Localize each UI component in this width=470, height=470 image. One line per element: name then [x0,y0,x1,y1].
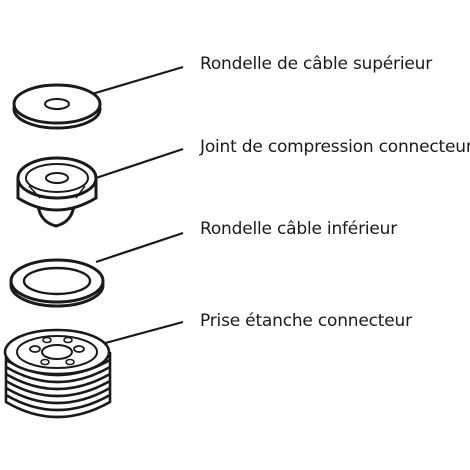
leader-line-lower-washer [95,231,184,264]
leader-line-compression-joint [95,147,184,180]
label-compression-joint: Joint de compression connecteur [200,137,470,157]
label-upper-cable-washer: Rondelle de câble supérieur [200,54,432,74]
label-sealed-plug: Prise étanche connecteur [200,311,412,331]
label-lower-cable-washer: Rondelle câble inférieur [200,219,398,239]
leader-lines [91,65,184,347]
sealed-plug-drawing [3,328,112,419]
leader-line-upper-washer [91,65,184,96]
lower-cable-washer-drawing [9,258,105,308]
upper-cable-washer-drawing [12,83,102,130]
compression-joint-drawing [16,156,98,228]
leader-line-sealed-plug [97,320,184,347]
